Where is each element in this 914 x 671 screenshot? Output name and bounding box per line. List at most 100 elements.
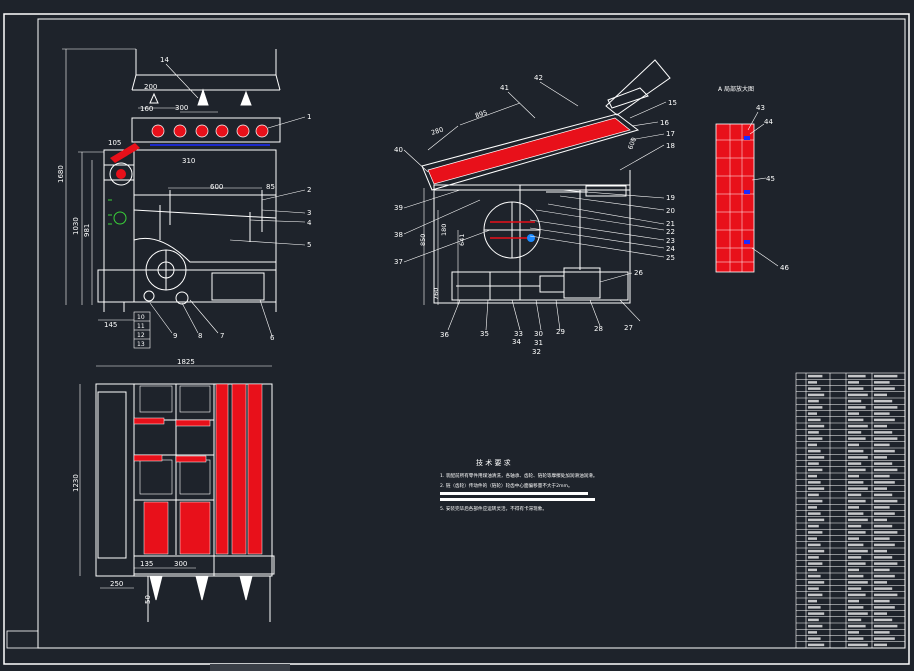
parts-cell-text (848, 618, 862, 622)
dim-600: 600 (210, 183, 223, 191)
dim-145: 145 (104, 321, 117, 329)
parts-cell-text (848, 624, 866, 628)
callout-23: 23 (666, 237, 675, 245)
parts-cell-text (848, 499, 866, 503)
bottom-scroll-tab[interactable] (210, 664, 290, 671)
callout-1: 1 (307, 113, 311, 121)
parts-cell-text (848, 599, 859, 603)
parts-cell-text (874, 399, 893, 403)
callout-21: 21 (666, 220, 675, 228)
callout-37: 37 (394, 258, 403, 266)
dim-600-side: 600 (626, 136, 638, 150)
front-leaders (149, 63, 306, 337)
parts-cell-text (874, 606, 895, 609)
dim-280: 280 (430, 125, 444, 136)
parts-cell-text (874, 518, 887, 522)
dim-641: 641 (458, 234, 466, 246)
callout-34: 34 (512, 338, 521, 346)
dim-250: 250 (110, 580, 123, 588)
parts-cell-text (848, 449, 864, 453)
callout-33: 33 (514, 330, 523, 338)
callout-26: 26 (634, 269, 643, 277)
parts-cell-text (808, 531, 823, 534)
tech-notes: 技 术 要 求 1. 装配前所有零件用煤油清洗，各轴承、齿轮、链轮等摩擦处加润滑… (440, 458, 597, 512)
parts-cell-text (848, 537, 859, 540)
dim-105: 105 (108, 139, 121, 147)
parts-cell-text (808, 406, 823, 409)
tech-note-1: 1. 装配前所有零件用煤油清洗，各轴承、齿轮、链轮等摩擦处加润滑油润滑。 (440, 472, 597, 479)
parts-cell-text (808, 449, 821, 453)
parts-cell-text (848, 493, 862, 497)
parts-cell-text (874, 643, 887, 647)
parts-cell-text (808, 506, 817, 509)
parts-cell-text (848, 568, 859, 572)
front-dims (62, 48, 262, 321)
callout-28: 28 (594, 325, 603, 333)
dim-300-plan: 300 (174, 560, 187, 568)
callout-20: 20 (666, 207, 675, 215)
callout-15: 15 (668, 99, 677, 107)
dim-85: 85 (266, 183, 275, 191)
dim-300: 300 (175, 104, 188, 112)
parts-cell-text (848, 506, 859, 509)
parts-cell-text (848, 468, 866, 472)
callout-2: 2 (307, 186, 311, 194)
parts-cell-text (808, 581, 825, 584)
parts-cell-text (808, 606, 821, 609)
parts-cell-text (874, 406, 898, 409)
parts-cell-text (874, 562, 898, 565)
parts-cell-text (808, 631, 817, 634)
parts-cell-text (848, 587, 862, 590)
callout-7: 7 (220, 332, 224, 340)
parts-cell-text (808, 424, 825, 428)
parts-cell-text (848, 381, 859, 384)
plan-view (95, 383, 275, 622)
callout-36: 36 (440, 331, 449, 339)
parts-cell-text (874, 531, 898, 534)
callout-43: 43 (756, 104, 765, 112)
callout-30: 30 (534, 330, 543, 338)
dim-310: 310 (182, 157, 195, 165)
parts-cell-text (874, 481, 895, 484)
parts-cell-text (874, 499, 898, 503)
parts-cell-text (848, 481, 864, 484)
parts-cell-text (874, 443, 890, 447)
tech-note-3-redacted (440, 492, 588, 495)
outer-border (3, 13, 910, 665)
parts-cell-text (874, 462, 893, 465)
parts-cell-text (848, 443, 859, 447)
callout-9: 9 (173, 332, 177, 340)
parts-cell-text (848, 512, 864, 515)
callout-6: 6 (270, 334, 275, 342)
parts-cell-text (848, 399, 862, 403)
parts-cell-text (874, 624, 898, 628)
parts-cell-text (808, 493, 819, 497)
dim-1230: 1230 (72, 474, 80, 492)
parts-cell-text (874, 437, 898, 440)
parts-cell-text (848, 531, 866, 534)
parts-cell-text (874, 587, 893, 590)
dim-981: 981 (83, 224, 91, 237)
parts-cell-text (808, 593, 823, 597)
inner-border (37, 18, 906, 649)
parts-cell-text (848, 487, 868, 490)
callout-10: 10 (137, 314, 145, 321)
parts-cell-text (808, 618, 819, 622)
parts-cell-text (808, 612, 825, 615)
parts-cell-text (808, 381, 817, 384)
parts-cell-text (848, 437, 866, 440)
parts-cell-text (808, 418, 821, 422)
parts-cell-text (848, 524, 862, 528)
dim-850: 850 (419, 234, 427, 246)
callout-32: 32 (532, 348, 541, 356)
parts-cell-text (848, 543, 864, 547)
dim-160: 160 (140, 105, 153, 113)
parts-cell-text (808, 537, 817, 540)
parts-cell-text (874, 612, 887, 615)
callout-38: 38 (394, 231, 403, 239)
callout-19: 19 (666, 194, 675, 202)
parts-cell-text (848, 612, 868, 615)
dim-200: 200 (144, 83, 157, 91)
